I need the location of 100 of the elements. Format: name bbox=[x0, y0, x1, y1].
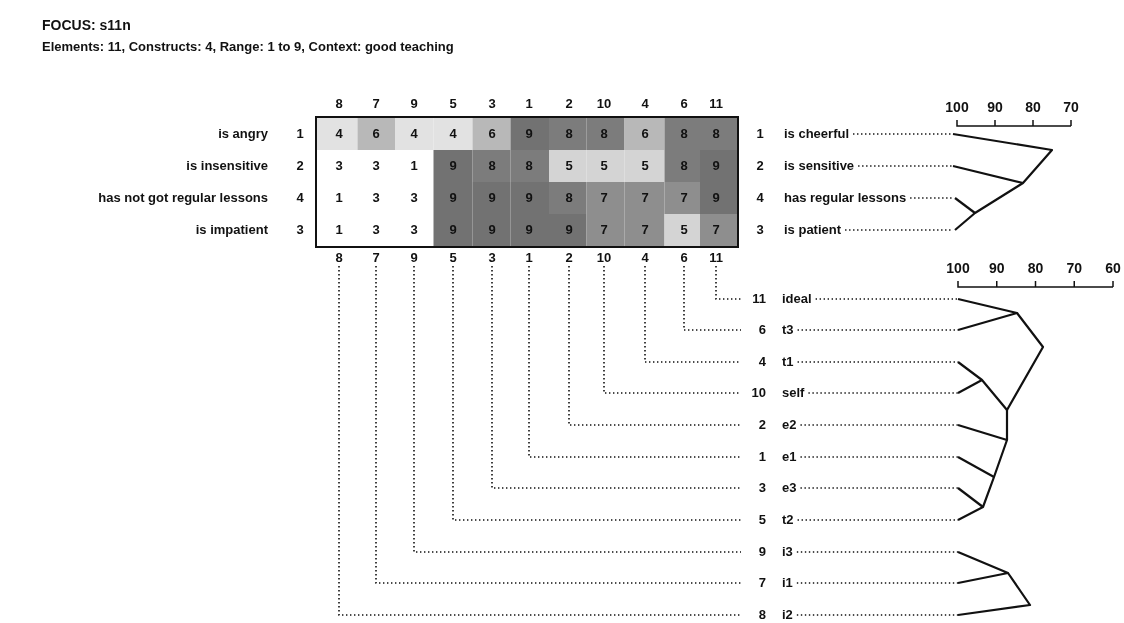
rating-value: 8 bbox=[565, 126, 573, 142]
rating-value: 9 bbox=[449, 158, 457, 174]
construct-number: 1 bbox=[296, 126, 304, 142]
construct-number: 4 bbox=[756, 190, 764, 206]
rating-value: 8 bbox=[525, 158, 533, 174]
element-number: 7 bbox=[372, 96, 380, 112]
rating-value: 8 bbox=[712, 126, 720, 142]
element-number: 1 bbox=[525, 96, 533, 112]
rating-value: 9 bbox=[525, 222, 533, 238]
leader-line bbox=[715, 265, 742, 300]
rating-value: 9 bbox=[488, 190, 496, 206]
scale-value: 70 bbox=[1066, 260, 1083, 276]
rating-value: 9 bbox=[712, 158, 720, 174]
element-number: 11 bbox=[709, 96, 723, 112]
element-label: 11 ideal bbox=[741, 291, 812, 307]
rating-value: 5 bbox=[565, 158, 573, 174]
leader-line bbox=[338, 265, 742, 616]
rating-value: 4 bbox=[335, 126, 343, 142]
rating-value: 3 bbox=[335, 158, 343, 174]
element-number: 11 bbox=[709, 250, 723, 266]
leader-line bbox=[375, 265, 742, 584]
element-number: 8 bbox=[335, 96, 343, 112]
rating-value: 3 bbox=[410, 222, 418, 238]
rating-value: 6 bbox=[488, 126, 496, 142]
rating-value: 7 bbox=[712, 222, 720, 238]
element-label: 10 self bbox=[741, 385, 805, 401]
rating-value: 8 bbox=[565, 190, 573, 206]
element-number: 8 bbox=[335, 250, 343, 266]
element-number: 1 bbox=[525, 250, 533, 266]
rating-value: 9 bbox=[449, 222, 457, 238]
element-label: 1 e1 bbox=[741, 449, 797, 465]
rating-value: 1 bbox=[410, 158, 418, 174]
element-label: 4 t1 bbox=[741, 354, 794, 370]
construct-number: 4 bbox=[296, 190, 304, 206]
scale-value: 90 bbox=[988, 260, 1005, 276]
leader-line bbox=[568, 265, 742, 426]
element-number: 9 bbox=[410, 96, 418, 112]
element-number: 9 bbox=[410, 250, 418, 266]
construct-number: 3 bbox=[756, 222, 764, 238]
element-number: 5 bbox=[449, 250, 457, 266]
element-number: 6 bbox=[680, 96, 688, 112]
rating-value: 5 bbox=[641, 158, 649, 174]
rating-value: 8 bbox=[488, 158, 496, 174]
diagram-title: FOCUS: s11n bbox=[42, 17, 131, 33]
leader-line bbox=[683, 265, 742, 331]
element-number: 7 bbox=[372, 250, 380, 266]
element-label: 2 e2 bbox=[741, 417, 797, 433]
rating-value: 5 bbox=[680, 222, 688, 238]
rating-value: 3 bbox=[372, 222, 380, 238]
leader-line bbox=[413, 265, 742, 553]
rating-value: 6 bbox=[641, 126, 649, 142]
element-label: 9 i3 bbox=[741, 544, 793, 560]
rating-value: 7 bbox=[600, 222, 608, 238]
construct-label: is angry bbox=[218, 126, 268, 142]
element-number: 5 bbox=[449, 96, 457, 112]
construct-label: is impatient bbox=[195, 222, 268, 238]
construct-number: 2 bbox=[296, 158, 304, 174]
element-number: 6 bbox=[680, 250, 688, 266]
rating-value: 7 bbox=[600, 190, 608, 206]
summary-text: Elements: 11, Constructs: 4, Range: 1 to 9, Context: good teaching bbox=[42, 39, 454, 55]
element-label: 5 t2 bbox=[741, 512, 794, 528]
element-number: 3 bbox=[488, 96, 496, 112]
rating-value: 7 bbox=[641, 222, 649, 238]
element-label: 8 i2 bbox=[741, 607, 793, 623]
scale-value: 100 bbox=[946, 260, 970, 276]
scale-value: 100 bbox=[945, 99, 969, 115]
rating-value: 3 bbox=[372, 158, 380, 174]
rating-value: 9 bbox=[565, 222, 573, 238]
construct-label: is insensitive bbox=[186, 158, 268, 174]
rating-value: 9 bbox=[488, 222, 496, 238]
leader-line bbox=[528, 265, 742, 458]
rating-value: 9 bbox=[525, 190, 533, 206]
rating-value: 1 bbox=[335, 222, 343, 238]
rating-value: 8 bbox=[680, 126, 688, 142]
element-label: 3 e3 bbox=[741, 480, 797, 496]
rating-value: 9 bbox=[712, 190, 720, 206]
element-number: 2 bbox=[565, 250, 573, 266]
element-number: 2 bbox=[565, 96, 573, 112]
construct-label: is sensitive bbox=[784, 158, 855, 174]
scale-value: 90 bbox=[987, 99, 1003, 115]
leader-line bbox=[491, 265, 742, 489]
rating-value: 4 bbox=[449, 126, 457, 142]
leader-line bbox=[452, 265, 742, 521]
element-number: 10 bbox=[596, 250, 612, 266]
construct-label: is patient bbox=[784, 222, 842, 238]
rating-value: 8 bbox=[680, 158, 688, 174]
rating-value: 5 bbox=[600, 158, 608, 174]
scale-value: 60 bbox=[1105, 260, 1121, 276]
rating-value: 7 bbox=[641, 190, 649, 206]
rating-value: 4 bbox=[410, 126, 418, 142]
rating-value: 8 bbox=[600, 126, 608, 142]
element-number: 4 bbox=[641, 96, 649, 112]
element-number: 3 bbox=[488, 250, 496, 266]
element-number: 4 bbox=[641, 250, 649, 266]
scale-value: 70 bbox=[1063, 99, 1079, 115]
rating-value: 3 bbox=[410, 190, 418, 206]
construct-number: 3 bbox=[296, 222, 304, 238]
scale-value: 80 bbox=[1025, 99, 1041, 115]
rating-value: 3 bbox=[372, 190, 380, 206]
element-number: 10 bbox=[596, 96, 612, 112]
